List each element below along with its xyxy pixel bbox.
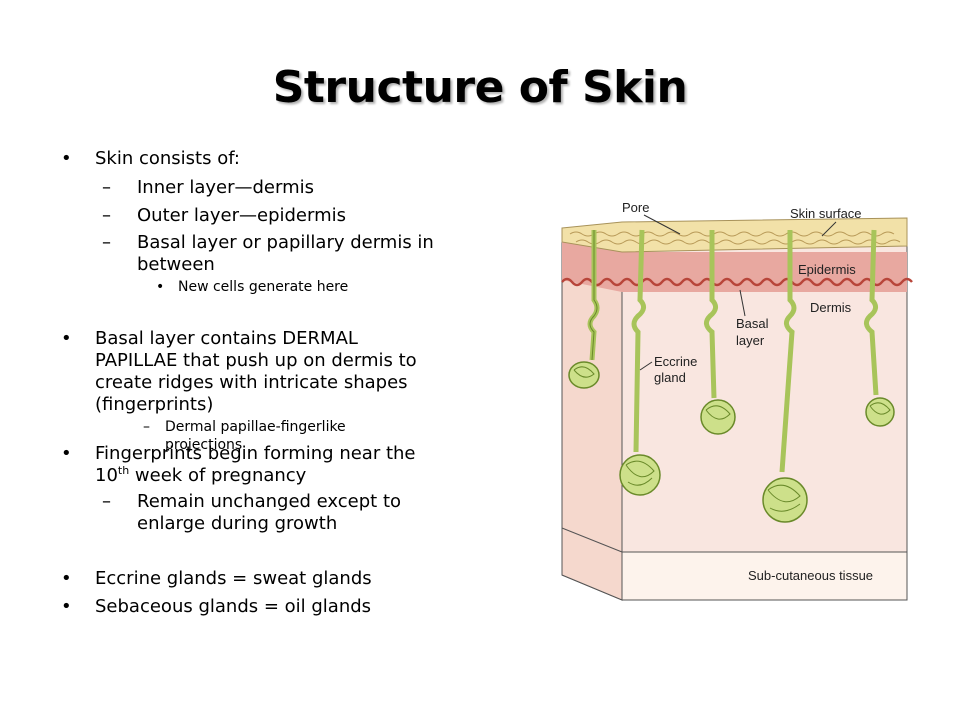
label-layer: layer <box>736 333 765 348</box>
bullet-fingerprints: Fingerprints begin forming near the 10th… <box>61 443 440 487</box>
bullet-basal-layer: Basal layer or papillary dermis in betwe… <box>102 232 437 276</box>
subcutaneous-layer <box>621 551 908 601</box>
bullet-sebaceous-glands: Sebaceous glands = oil glands <box>61 596 440 618</box>
eccrine-glands <box>568 229 895 523</box>
skin-structure-diagram: Pore Skin surface Epidermis Dermis Basal… <box>561 200 913 601</box>
label-eccrine: Eccrine <box>654 354 697 369</box>
bullet-inner-layer: Inner layer—dermis <box>102 177 437 199</box>
leader-skin-surface <box>821 221 837 237</box>
leader-eccrine <box>639 361 653 371</box>
surface-texture <box>569 231 901 245</box>
label-skin-surface: Skin surface <box>790 206 862 221</box>
bullet-skin-consists: Skin consists of: <box>61 148 440 170</box>
leader-basal <box>739 289 746 317</box>
bullet-dermal-papillae: Basal layer contains DERMAL PAPILLAE tha… <box>61 328 440 416</box>
label-gland: gland <box>654 370 686 385</box>
label-dermis: Dermis <box>810 300 852 315</box>
gland-coil-details <box>573 366 891 512</box>
dermis-layer <box>621 244 908 601</box>
superscript-th: th <box>117 464 130 477</box>
label-subcutaneous: Sub-cutaneous tissue <box>748 568 873 583</box>
gland-coil-3 <box>700 399 736 435</box>
gland-coil-2 <box>619 454 661 496</box>
label-basal: Basal <box>736 316 769 331</box>
label-epidermis: Epidermis <box>798 262 856 277</box>
leader-pore <box>643 214 681 235</box>
slide-title: Structure of Skin <box>272 62 688 113</box>
gland-coil-5 <box>865 397 895 427</box>
bullet-eccrine-glands: Eccrine glands = sweat glands <box>61 568 440 590</box>
bullet-remain-unchanged: Remain unchanged except to enlarge durin… <box>102 491 437 535</box>
bullet-new-cells: New cells generate here <box>156 278 438 296</box>
bullet-outer-layer: Outer layer—epidermis <box>102 205 437 227</box>
skin-surface-layer <box>561 217 908 253</box>
label-pore: Pore <box>622 200 649 215</box>
basal-layer-line <box>561 277 913 287</box>
subcutaneous-edge <box>561 527 623 553</box>
fingerprints-text: Fingerprints begin forming near the 10 <box>95 443 416 486</box>
gland-coil-4 <box>762 477 808 523</box>
gland-coil-1 <box>568 361 600 389</box>
fingerprints-text-end: week of pregnancy <box>129 465 307 486</box>
